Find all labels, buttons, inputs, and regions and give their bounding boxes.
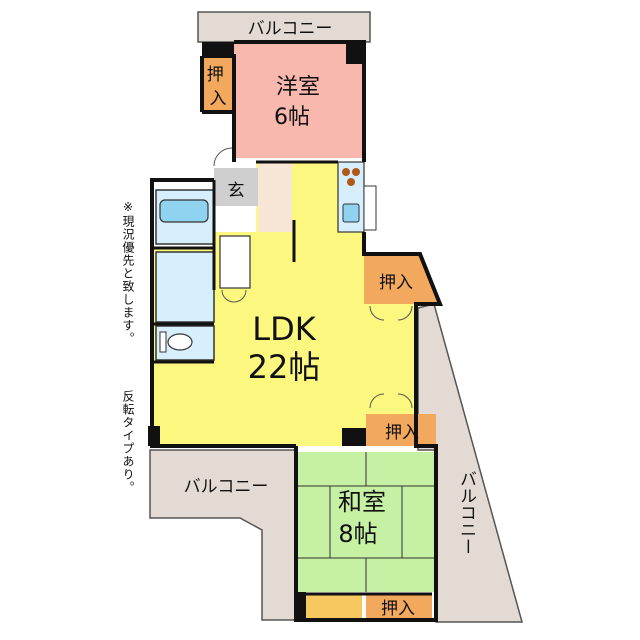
closet-ldk-right-bottom-label: 押入 [385, 423, 419, 443]
western-room [234, 42, 364, 158]
hall-area [258, 162, 292, 232]
ldk-name: LDK [252, 310, 316, 348]
closet-japanese-bottom [366, 594, 432, 620]
storage-box [219, 235, 251, 289]
ldk-main [152, 162, 416, 446]
entrance-area [214, 168, 258, 206]
tokonoma [300, 594, 362, 620]
note-priority: ※現況優先と致します。 [121, 200, 135, 345]
balcony-right-label: バルコニー [456, 470, 476, 555]
note-reversed: 反転タイプあり。 [121, 390, 135, 494]
ldk-size: 22帖 [248, 348, 321, 386]
kitchen-shelf [363, 185, 377, 231]
balcony-top-label: バルコニー [248, 19, 333, 39]
closet-ldk-right-top [364, 254, 440, 304]
balcony-bottom-left [149, 449, 297, 621]
sink-icon [342, 203, 360, 223]
stove-icon [352, 168, 360, 176]
toilet-icon [167, 333, 193, 351]
stove-icon [342, 168, 350, 176]
japanese-room-size: 8帖 [338, 520, 377, 548]
closet-western-char1: 押 [207, 65, 224, 85]
balcony-top [197, 11, 371, 43]
closet-ldk-right-top-label: 押入 [379, 273, 413, 293]
toilet-tank-icon [159, 331, 167, 353]
balcony-bottom-left-label: バルコニー [184, 477, 269, 497]
closet-japanese-bottom-label: 押入 [381, 599, 415, 619]
closet-ldk-right-bottom [366, 414, 436, 446]
bathtub [159, 199, 209, 223]
closet-western-label: 押 入 [207, 65, 229, 109]
closet-western-char2: 入 [210, 89, 227, 109]
closet-western [202, 56, 234, 112]
tatami-lines [296, 452, 436, 592]
western-room-name: 洋室 [276, 75, 320, 100]
door-swings [213, 147, 413, 409]
western-room-size: 6帖 [274, 105, 310, 130]
entrance-label: 玄 [228, 181, 245, 201]
inner-walls [152, 160, 432, 596]
pillars [148, 42, 366, 620]
stove-icon [347, 178, 355, 186]
japanese-room-name: 和室 [338, 488, 386, 516]
washroom [155, 251, 215, 323]
